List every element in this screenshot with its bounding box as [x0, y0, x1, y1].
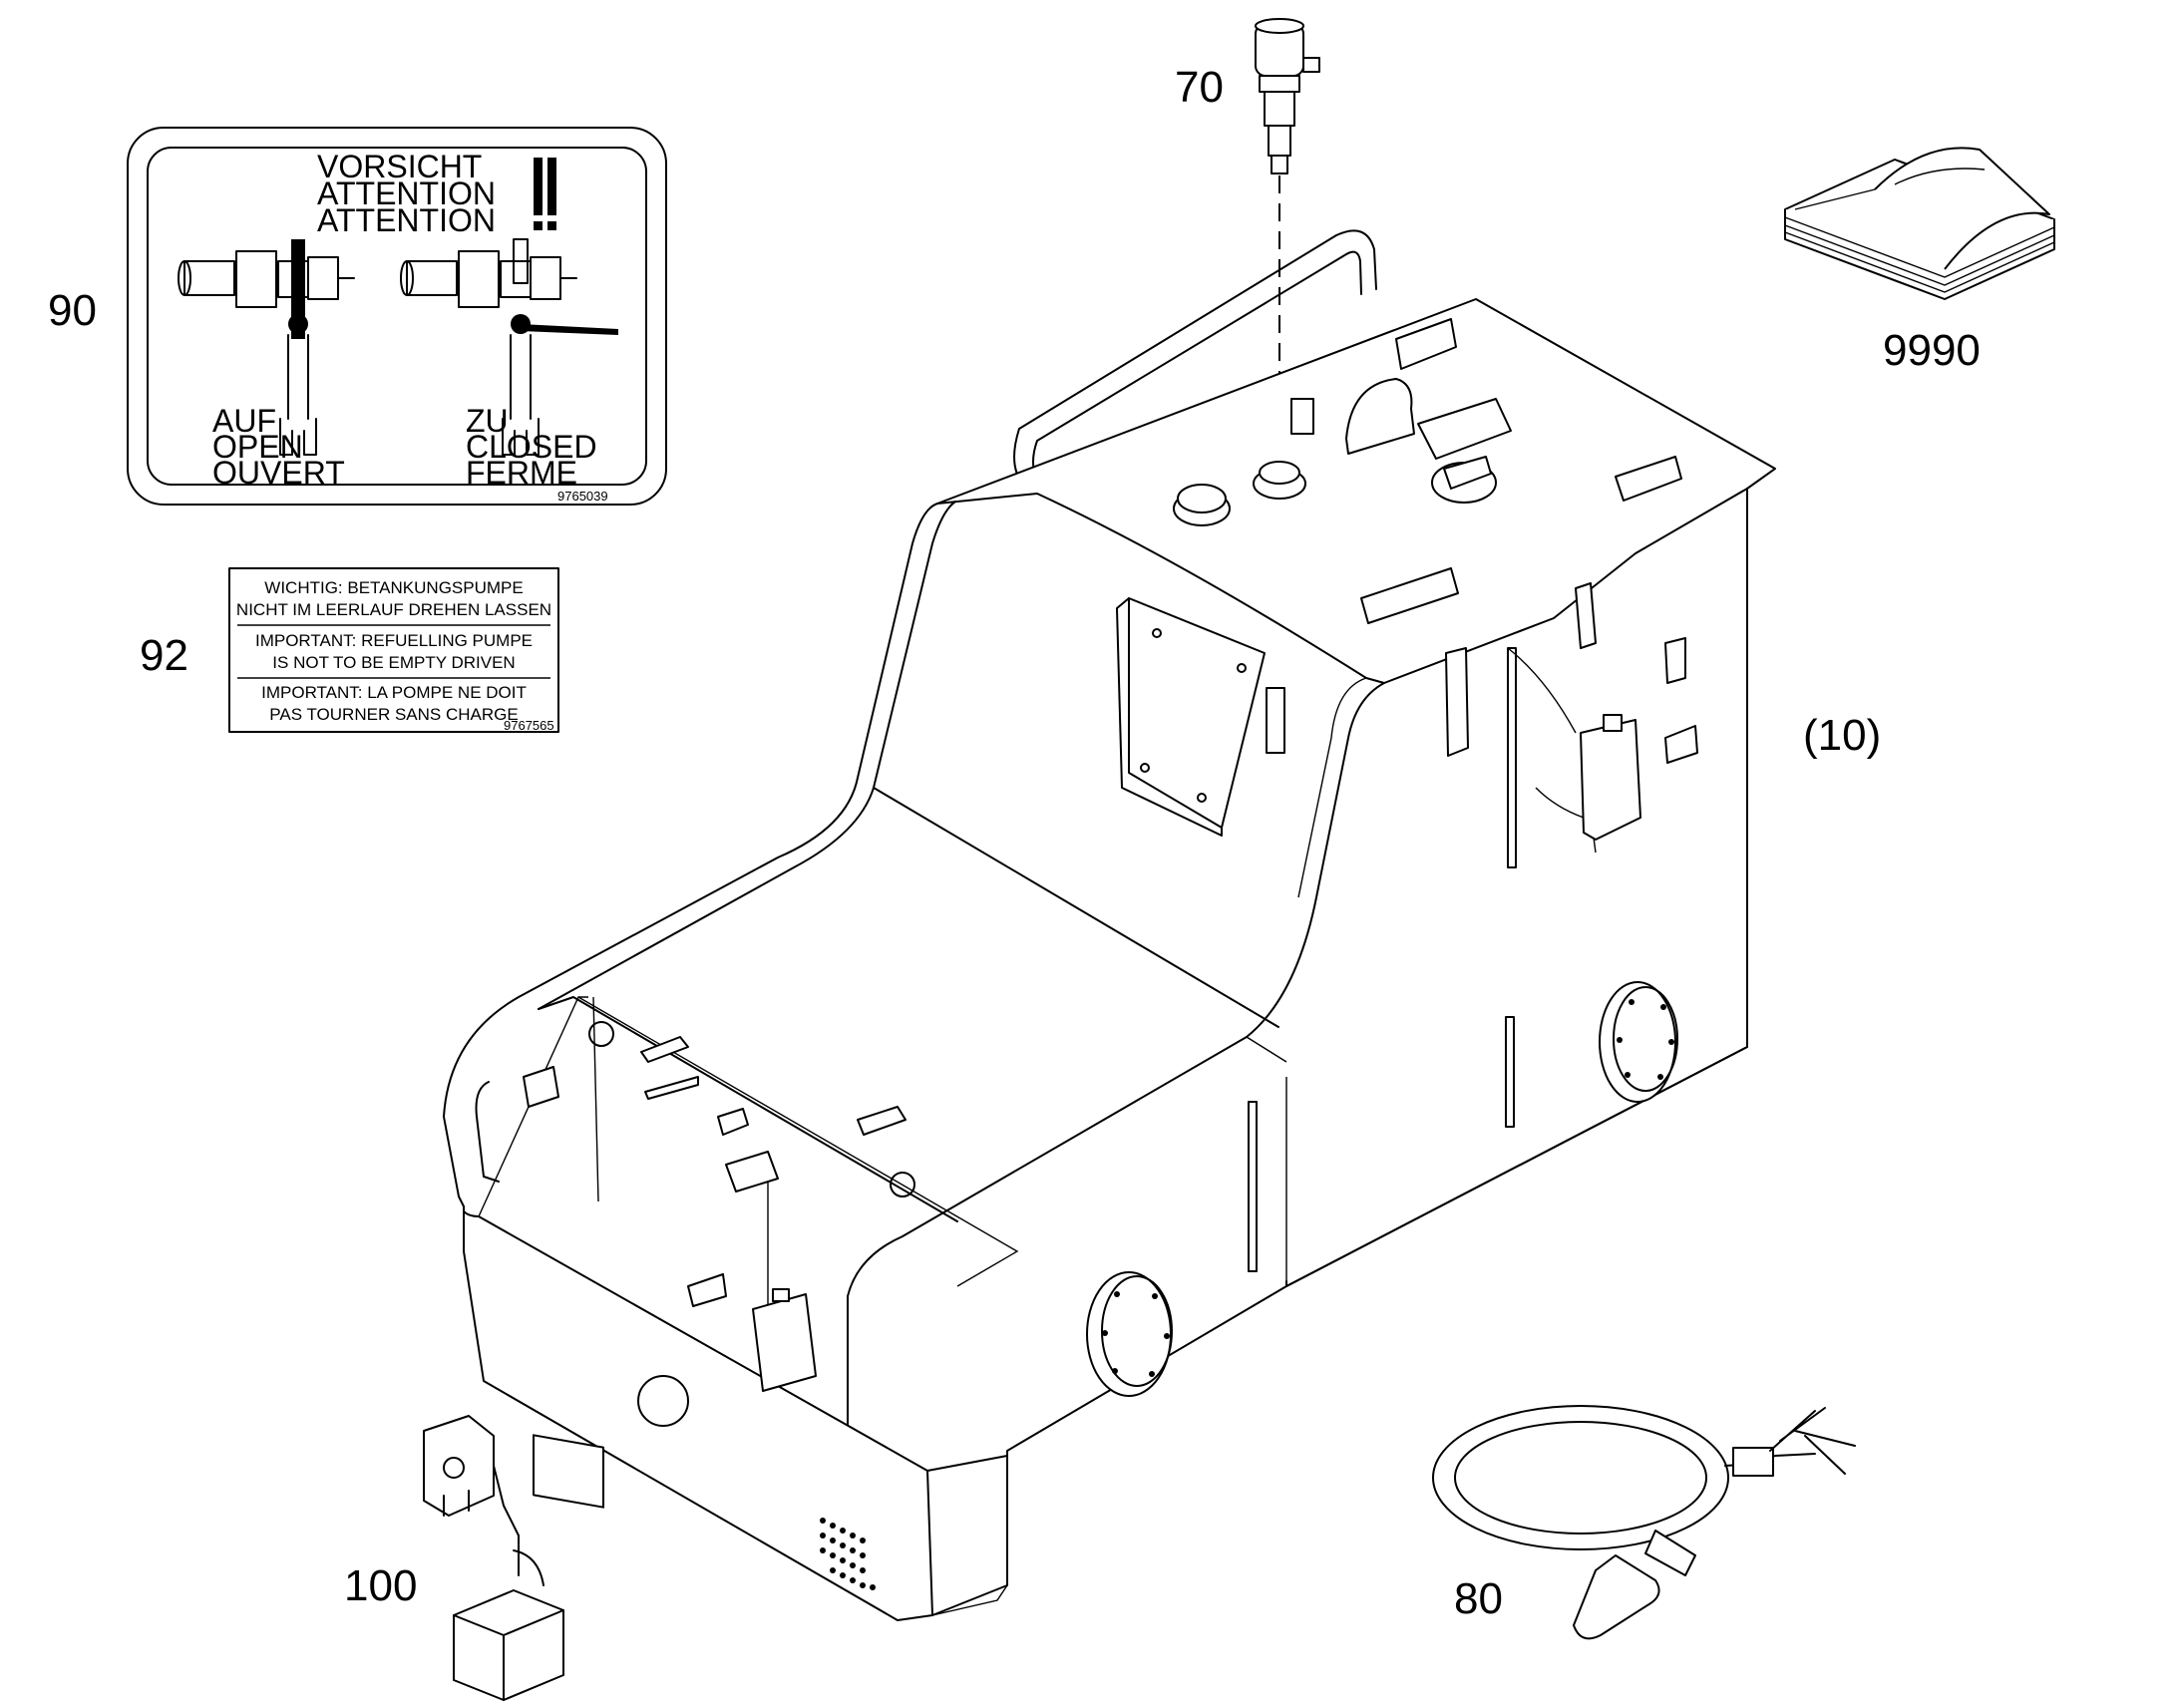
mounting-plate: [1128, 597, 1266, 829]
callout-100: 100: [344, 1561, 417, 1610]
valve-open-icon: [178, 239, 355, 456]
reservoir-tank: [1580, 714, 1641, 841]
callout-80: 80: [1454, 1574, 1503, 1623]
plate90-closed-en: CLOSED: [466, 429, 597, 465]
plate90-open-de: AUF: [212, 403, 276, 439]
plate90-line2: ATTENTION: [317, 175, 496, 211]
bracket-top: [1345, 378, 1415, 455]
side-slot: [1248, 1101, 1258, 1272]
grille-holes: [820, 1518, 876, 1590]
part-100-switch-box: [423, 1415, 564, 1701]
label92-de-line2: NICHT IM LEERLAUF DREHEN LASSEN: [236, 600, 551, 619]
top-connector: [1431, 456, 1497, 504]
connector-plate: [1417, 398, 1512, 460]
filler-cap: [1173, 484, 1231, 526]
callout-92: 92: [140, 631, 188, 680]
vent-opening: [533, 1434, 604, 1509]
small-tank-left: [752, 1288, 817, 1392]
warning-plate-90: VORSICHT ATTENTION ATTENTION: [127, 127, 667, 506]
label92-de-line1: WICHTIG: BETANKUNGSPUMPE: [264, 578, 523, 597]
main-cabinet-10: [443, 229, 1776, 1621]
inspection-flange-front: [1086, 1271, 1173, 1397]
port-round: [637, 1375, 689, 1427]
warning-label-92: WICHTIG: BETANKUNGSPUMPE NICHT IM LEERLA…: [228, 567, 559, 733]
plate90-closed-fr: FERME: [466, 455, 577, 491]
plate90-open-fr: OUVERT: [212, 455, 345, 491]
filler-neck: [1253, 398, 1314, 500]
label92-fr-line2: PAS TOURNER SANS CHARGE: [269, 705, 518, 724]
callout-10: (10): [1803, 711, 1881, 760]
valve-closed-icon: [400, 238, 618, 456]
callout-9990: 9990: [1883, 326, 1981, 375]
plate90-closed-de: ZU: [466, 403, 509, 439]
inspection-flange-side: [1599, 981, 1678, 1103]
label92-en-line2: IS NOT TO BE EMPTY DRIVEN: [272, 653, 515, 672]
plate90-part-number: 9765039: [557, 489, 608, 504]
part-80-hose: [1432, 1405, 1856, 1640]
label92-fr-line1: IMPORTANT: LA POMPE NE DOIT: [261, 683, 527, 702]
side-slot: [1505, 1016, 1515, 1128]
callout-90: 90: [48, 286, 97, 335]
label92-en-line1: IMPORTANT: REFUELLING PUMPE: [255, 631, 533, 650]
plate90-line1: VORSICHT: [317, 149, 482, 184]
label92-part-number: 9767565: [504, 718, 554, 733]
part-9990-book-icon: [1784, 147, 2055, 300]
plate90-line3: ATTENTION: [317, 202, 496, 238]
side-slot: [1507, 647, 1517, 868]
plate90-open-en: OPEN: [212, 429, 303, 465]
callout-70: 70: [1175, 63, 1224, 112]
double-exclamation-icon: [534, 158, 556, 230]
